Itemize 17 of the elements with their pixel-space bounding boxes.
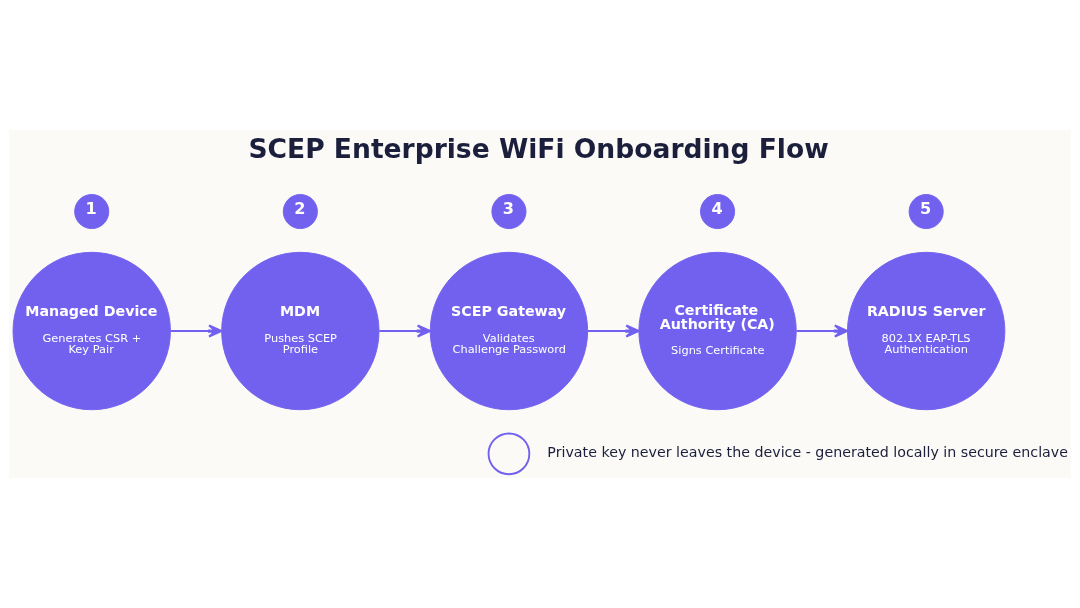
- node-circle: 1: [74, 194, 110, 230]
- node-circle: [487, 432, 531, 476]
- node-circle: 2: [282, 194, 318, 230]
- arrow: [796, 324, 849, 338]
- node-label: Private key never leaves the device - generated locally in secure enclave: [547, 444, 1069, 461]
- node-circle: Certificate Authority (CA) Signs Certificate: [638, 251, 797, 411]
- node-circle: SCEP Gateway Validates Challenge Password: [429, 251, 589, 411]
- arrow: [588, 324, 640, 338]
- arrow: [379, 324, 432, 338]
- node-circle: MDM Pushes SCEP Profile: [221, 251, 380, 411]
- diagram-title: SCEP Enterprise WiFi Onboarding Flow: [248, 132, 829, 164]
- node-circle: 4: [700, 194, 736, 230]
- node-circle: 5: [908, 194, 944, 230]
- node-circle: RADIUS Server 802.1X EAP-TLS Authentication: [847, 251, 1006, 411]
- node-circle: 3: [491, 194, 527, 230]
- arrow: [170, 324, 223, 338]
- node-circle: Managed Device Generates CSR + Key Pair: [12, 251, 171, 411]
